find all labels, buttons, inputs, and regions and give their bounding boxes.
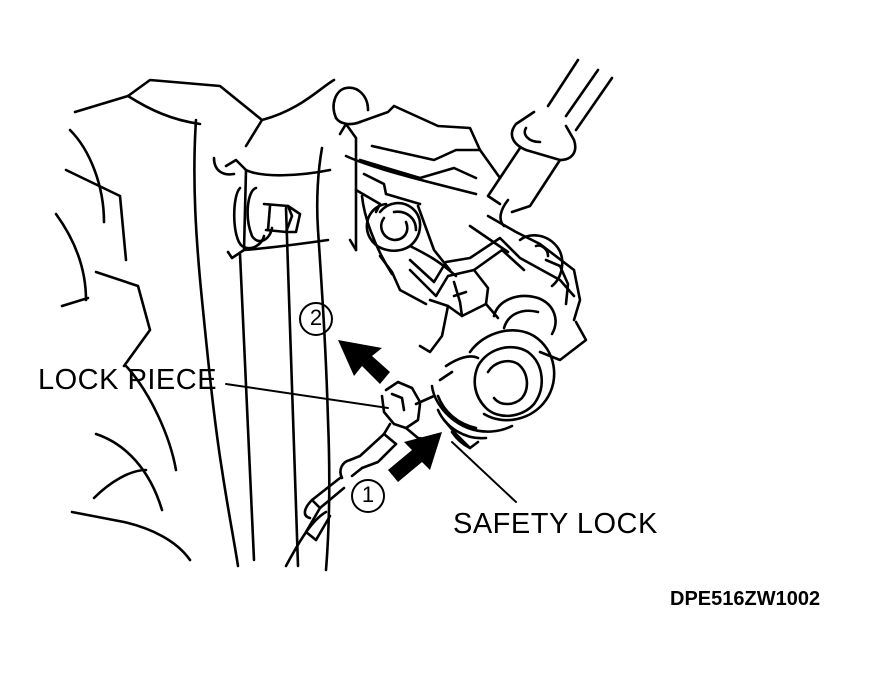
arrow-2-icon [338, 340, 390, 384]
safety-lock-label: SAFETY LOCK [453, 508, 658, 540]
direction-arrows [338, 340, 442, 482]
arrow-1-icon [388, 432, 442, 482]
cable-socket [430, 294, 557, 450]
figure-code: DPE516ZW1002 [670, 588, 821, 610]
center-panel [224, 86, 370, 572]
step-1-circle [351, 479, 385, 513]
step-1-number: 1 [361, 482, 375, 507]
step-2-number: 2 [309, 305, 323, 330]
wire-clip [378, 236, 576, 354]
step-2-circle [299, 302, 333, 336]
lower-shift-cable [303, 380, 436, 542]
step-markers [299, 302, 385, 513]
spring-coil [365, 201, 458, 278]
transmission-case-outline [54, 78, 336, 568]
safety-lock-leader [451, 441, 517, 503]
leader-lines [225, 383, 517, 503]
upper-shift-cable [486, 58, 614, 228]
lock-piece-leader [225, 383, 389, 409]
lock-piece-label: LOCK PIECE [38, 364, 218, 396]
mounting-bolt [232, 186, 302, 250]
